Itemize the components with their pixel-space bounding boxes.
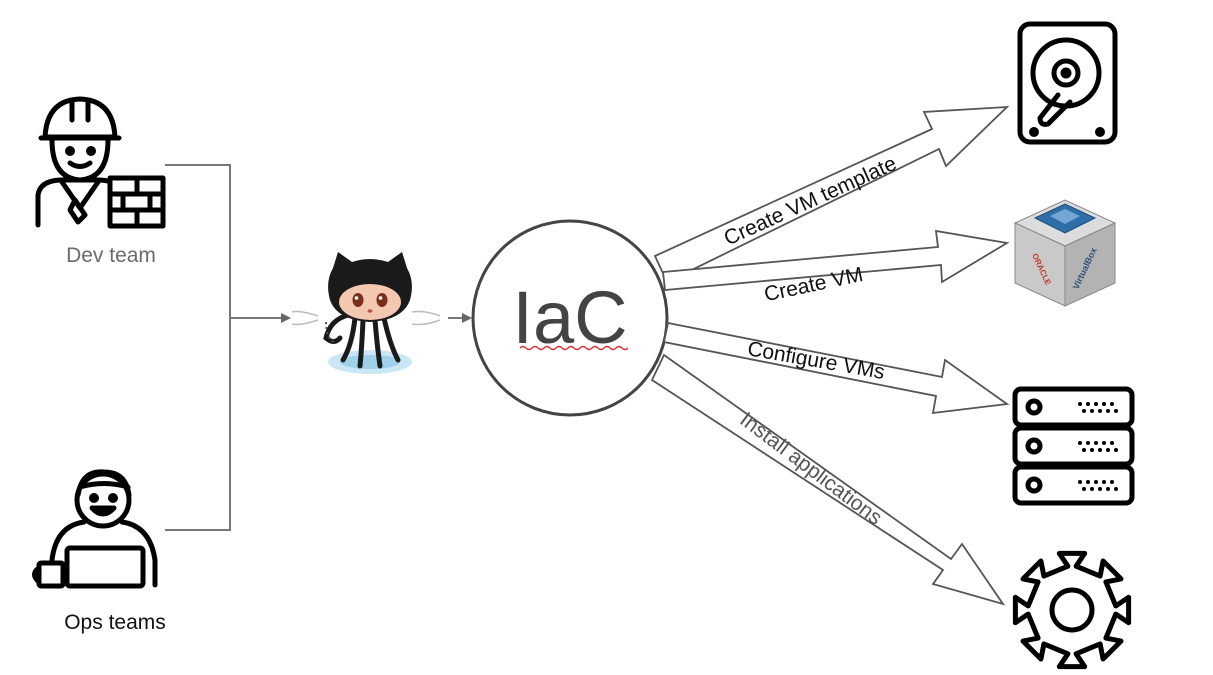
gear-icon [1012, 550, 1132, 670]
hard-disk-icon [1017, 21, 1118, 145]
construction-worker-icon [35, 96, 166, 229]
arrow-create-vm-template [653, 105, 1010, 284]
laptop-user-icon [32, 469, 158, 589]
motion-lines-right [411, 310, 441, 326]
motion-lines-left [291, 310, 319, 326]
team-bracket-connector [165, 164, 285, 531]
arrow-configure-vms [662, 321, 1010, 415]
bracket-arrowhead [281, 313, 291, 323]
github-octocat-icon [323, 252, 412, 374]
ops-teams-label: Ops teams [64, 611, 166, 634]
spellcheck-underline [519, 345, 629, 351]
dev-team-label: Dev team [66, 244, 156, 267]
arrow-install-applications [650, 353, 1006, 606]
arrow-label-configure-vms: Configure VMs [746, 337, 887, 384]
hub-arrowhead [462, 313, 472, 323]
iac-label: IaC [512, 276, 627, 359]
arrow-create-vm [662, 229, 1010, 291]
iac-circle [471, 219, 669, 417]
server-rack-icon [1012, 386, 1135, 506]
arrow-label-install-applications: Install applications [735, 408, 886, 530]
virtualbox-icon: ORACLE VirtualBox [1013, 199, 1117, 307]
arrow-label-create-vm-template: Create VM template [721, 152, 900, 250]
